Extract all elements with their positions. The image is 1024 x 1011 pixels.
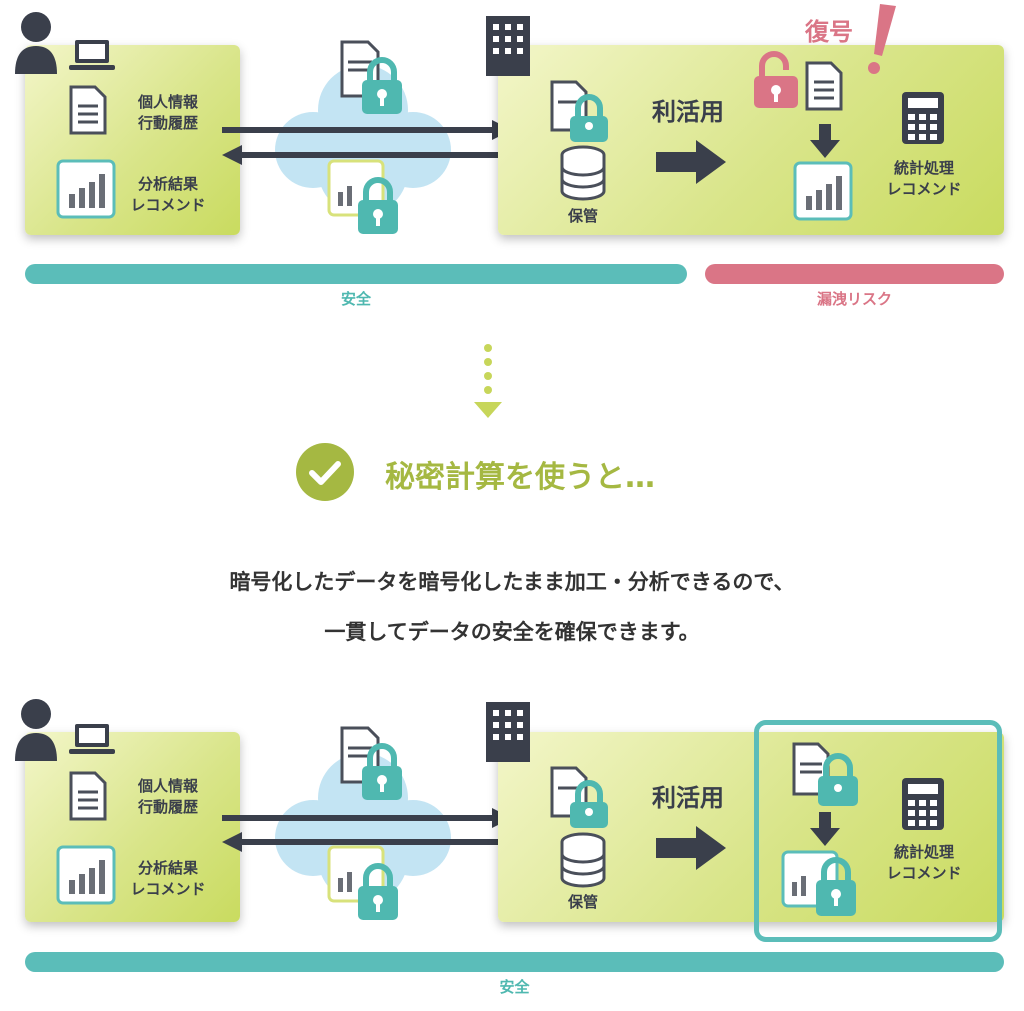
store-label: 保管 [567, 207, 598, 225]
encrypted-chart-icon [327, 159, 398, 234]
encrypted-chart-icon [327, 845, 398, 920]
database-icon [560, 832, 606, 888]
document-icon [69, 771, 107, 821]
exclamation-icon [868, 4, 896, 74]
calculator-icon [902, 778, 944, 830]
utilize-label: 利活用 [652, 98, 724, 126]
safe-bar [25, 264, 687, 284]
decrypt-label: 復号 [805, 18, 853, 46]
personal-info-label: 個人情報 行動履歴 [137, 777, 198, 816]
risk-bar [705, 264, 1004, 284]
safe-bar [25, 952, 1004, 972]
personal-info-label: 個人情報 行動履歴 [137, 93, 198, 132]
person-icon [15, 12, 57, 74]
check-circle-icon [296, 443, 354, 501]
laptop-icon [69, 40, 115, 70]
arrow-left-icon [222, 145, 512, 165]
encrypted-document-icon [550, 766, 608, 828]
encrypted-document-icon [792, 742, 858, 806]
message-line-2: 一貫してデータの安全を確保できます。 [324, 620, 700, 644]
arrow-right-icon [656, 826, 726, 870]
arrow-left-icon [222, 832, 512, 852]
analysis-result-label: 分析結果 レコメンド [130, 859, 206, 898]
database-icon [560, 145, 606, 201]
encrypted-document-icon [340, 40, 402, 114]
dotted-down-arrow-icon [474, 344, 502, 418]
analysis-result-label: 分析結果 レコメンド [130, 175, 206, 214]
person-icon [15, 699, 57, 761]
chart-card-icon [56, 159, 116, 219]
arrow-right-icon [222, 120, 512, 140]
arrow-down-icon [810, 124, 840, 158]
chart-card-icon [793, 161, 853, 221]
encrypted-chart-icon [781, 850, 856, 916]
encrypted-document-icon [340, 726, 402, 800]
chart-card-icon [56, 845, 116, 905]
safe-bar-label: 安全 [340, 290, 371, 308]
document-icon [69, 85, 107, 135]
unlocked-padlock-icon [754, 51, 798, 108]
process-label: 統計処理 レコメンド [886, 843, 962, 882]
message-line-1: 暗号化したデータを暗号化したまま加工・分析できるので、 [229, 570, 795, 594]
utilize-label: 利活用 [652, 784, 724, 812]
secure-processing-box [754, 720, 1002, 942]
calculator-icon [902, 92, 944, 144]
safe-bar-label: 安全 [499, 978, 530, 996]
building-icon [486, 16, 530, 76]
arrow-right-icon [656, 140, 726, 184]
process-label: 統計処理 レコメンド [886, 159, 962, 198]
laptop-icon [69, 724, 115, 754]
building-icon [486, 702, 530, 762]
store-label: 保管 [567, 893, 598, 911]
encrypted-document-icon [550, 80, 608, 142]
risk-bar-label: 漏洩リスク [816, 290, 892, 308]
arrow-down-icon [810, 812, 840, 846]
secure-computation-heading: 秘密計算を使うと… [385, 460, 655, 495]
arrow-right-icon [222, 808, 512, 828]
document-icon [805, 61, 843, 111]
